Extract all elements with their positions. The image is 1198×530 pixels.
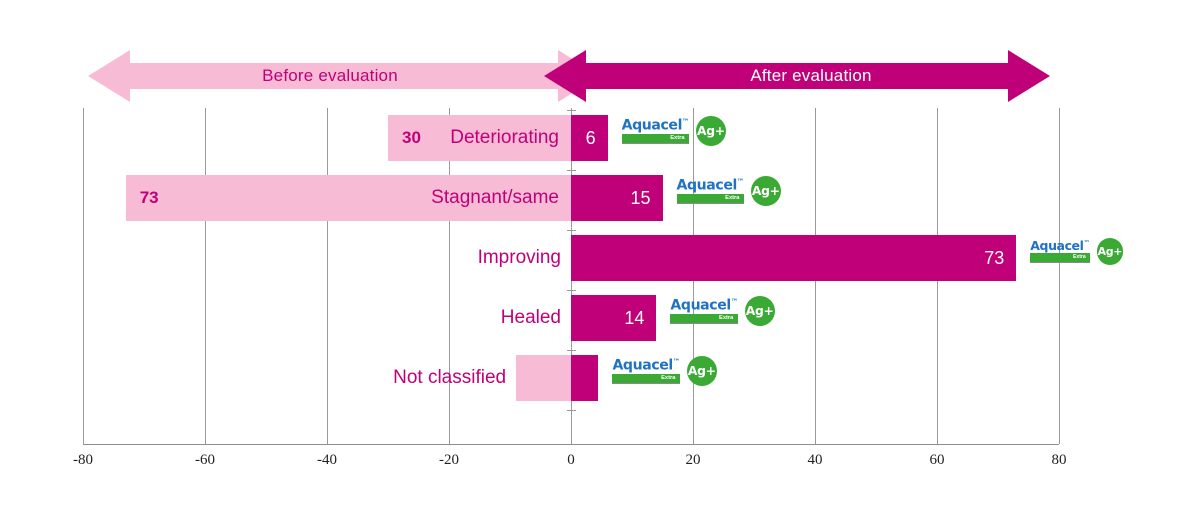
x-tick-label-60: 60	[929, 452, 945, 468]
x-tick-label--60: -60	[195, 452, 215, 468]
x-tick-label-80: 80	[1051, 452, 1067, 468]
trademark-symbol: ™	[682, 116, 689, 126]
before-evaluation-arrow	[88, 50, 600, 102]
after-bar	[571, 355, 599, 401]
aquacel-extra-badge: Extra	[612, 373, 680, 385]
after-value-label: 6	[585, 127, 596, 148]
aquacel-extra-badge: Extra	[670, 313, 738, 325]
row-tick	[567, 230, 576, 231]
x-tick-label--20: -20	[439, 452, 459, 468]
trademark-symbol: ™	[736, 176, 744, 186]
trademark-symbol: ™	[1083, 238, 1090, 247]
trademark-symbol: ™	[730, 296, 738, 306]
after-evaluation-arrow	[544, 50, 1050, 102]
row-tick	[567, 290, 576, 291]
category-label: Not classified	[393, 367, 507, 388]
aquacel-brand-text: Aquacel™	[670, 296, 738, 314]
before-bar	[516, 355, 571, 401]
before-value-label: 73	[139, 188, 159, 207]
before-bar: 30 Deteriorating	[388, 115, 571, 161]
x-tick-label--80: -80	[73, 452, 93, 468]
category-label: Improving	[477, 247, 561, 268]
after-bar: 15	[571, 175, 663, 221]
x-axis-line	[83, 444, 1059, 445]
x-tick-label--40: -40	[317, 452, 337, 468]
after-value-label: 14	[624, 307, 645, 328]
aquacel-brand-text: Aquacel™	[676, 176, 745, 194]
gridline-80	[1059, 108, 1060, 444]
gridline--60	[205, 108, 206, 444]
aquacel-extra-badge: Extra	[621, 133, 689, 145]
ag-plus-badge: Ag+	[1096, 238, 1124, 265]
gridline--80	[83, 108, 84, 444]
after-bar: 14	[571, 295, 657, 341]
ag-plus-badge: Ag+	[744, 296, 775, 326]
aquacel-extra-badge: Extra	[1030, 253, 1090, 263]
gridline--20	[449, 108, 450, 444]
after-value-label: 15	[630, 187, 651, 208]
row-tick	[567, 350, 576, 351]
ag-plus-badge: Ag+	[695, 116, 726, 146]
after-bar: 6	[571, 115, 608, 161]
ag-plus-badge: Ag+	[750, 176, 781, 206]
row-tick	[567, 110, 576, 111]
x-tick-label-40: 40	[807, 452, 823, 468]
category-label: Healed	[500, 307, 561, 328]
trademark-symbol: ™	[672, 356, 680, 366]
x-tick-label-0: 0	[567, 452, 575, 468]
after-value-label: 73	[984, 247, 1005, 268]
x-tick-label-20: 20	[685, 452, 701, 468]
category-label: Stagnant/same	[431, 187, 559, 208]
gridline--40	[327, 108, 328, 444]
before-value-label: 30	[402, 128, 421, 147]
category-label: Deteriorating	[450, 127, 559, 148]
ag-plus-badge: Ag+	[686, 356, 717, 386]
aquacel-brand-text: Aquacel™	[1030, 237, 1090, 253]
banner-arrows	[88, 50, 1050, 102]
aquacel-brand-text: Aquacel™	[621, 116, 690, 134]
aquacel-brand-text: Aquacel™	[612, 356, 680, 374]
after-bar: 73	[571, 235, 1017, 281]
row-tick	[567, 410, 576, 411]
evaluation-banner: Before evaluation After evaluation	[0, 44, 1198, 108]
before-bar: 73 Stagnant/same	[125, 175, 571, 221]
aquacel-extra-badge: Extra	[676, 193, 744, 205]
row-tick	[567, 170, 576, 171]
